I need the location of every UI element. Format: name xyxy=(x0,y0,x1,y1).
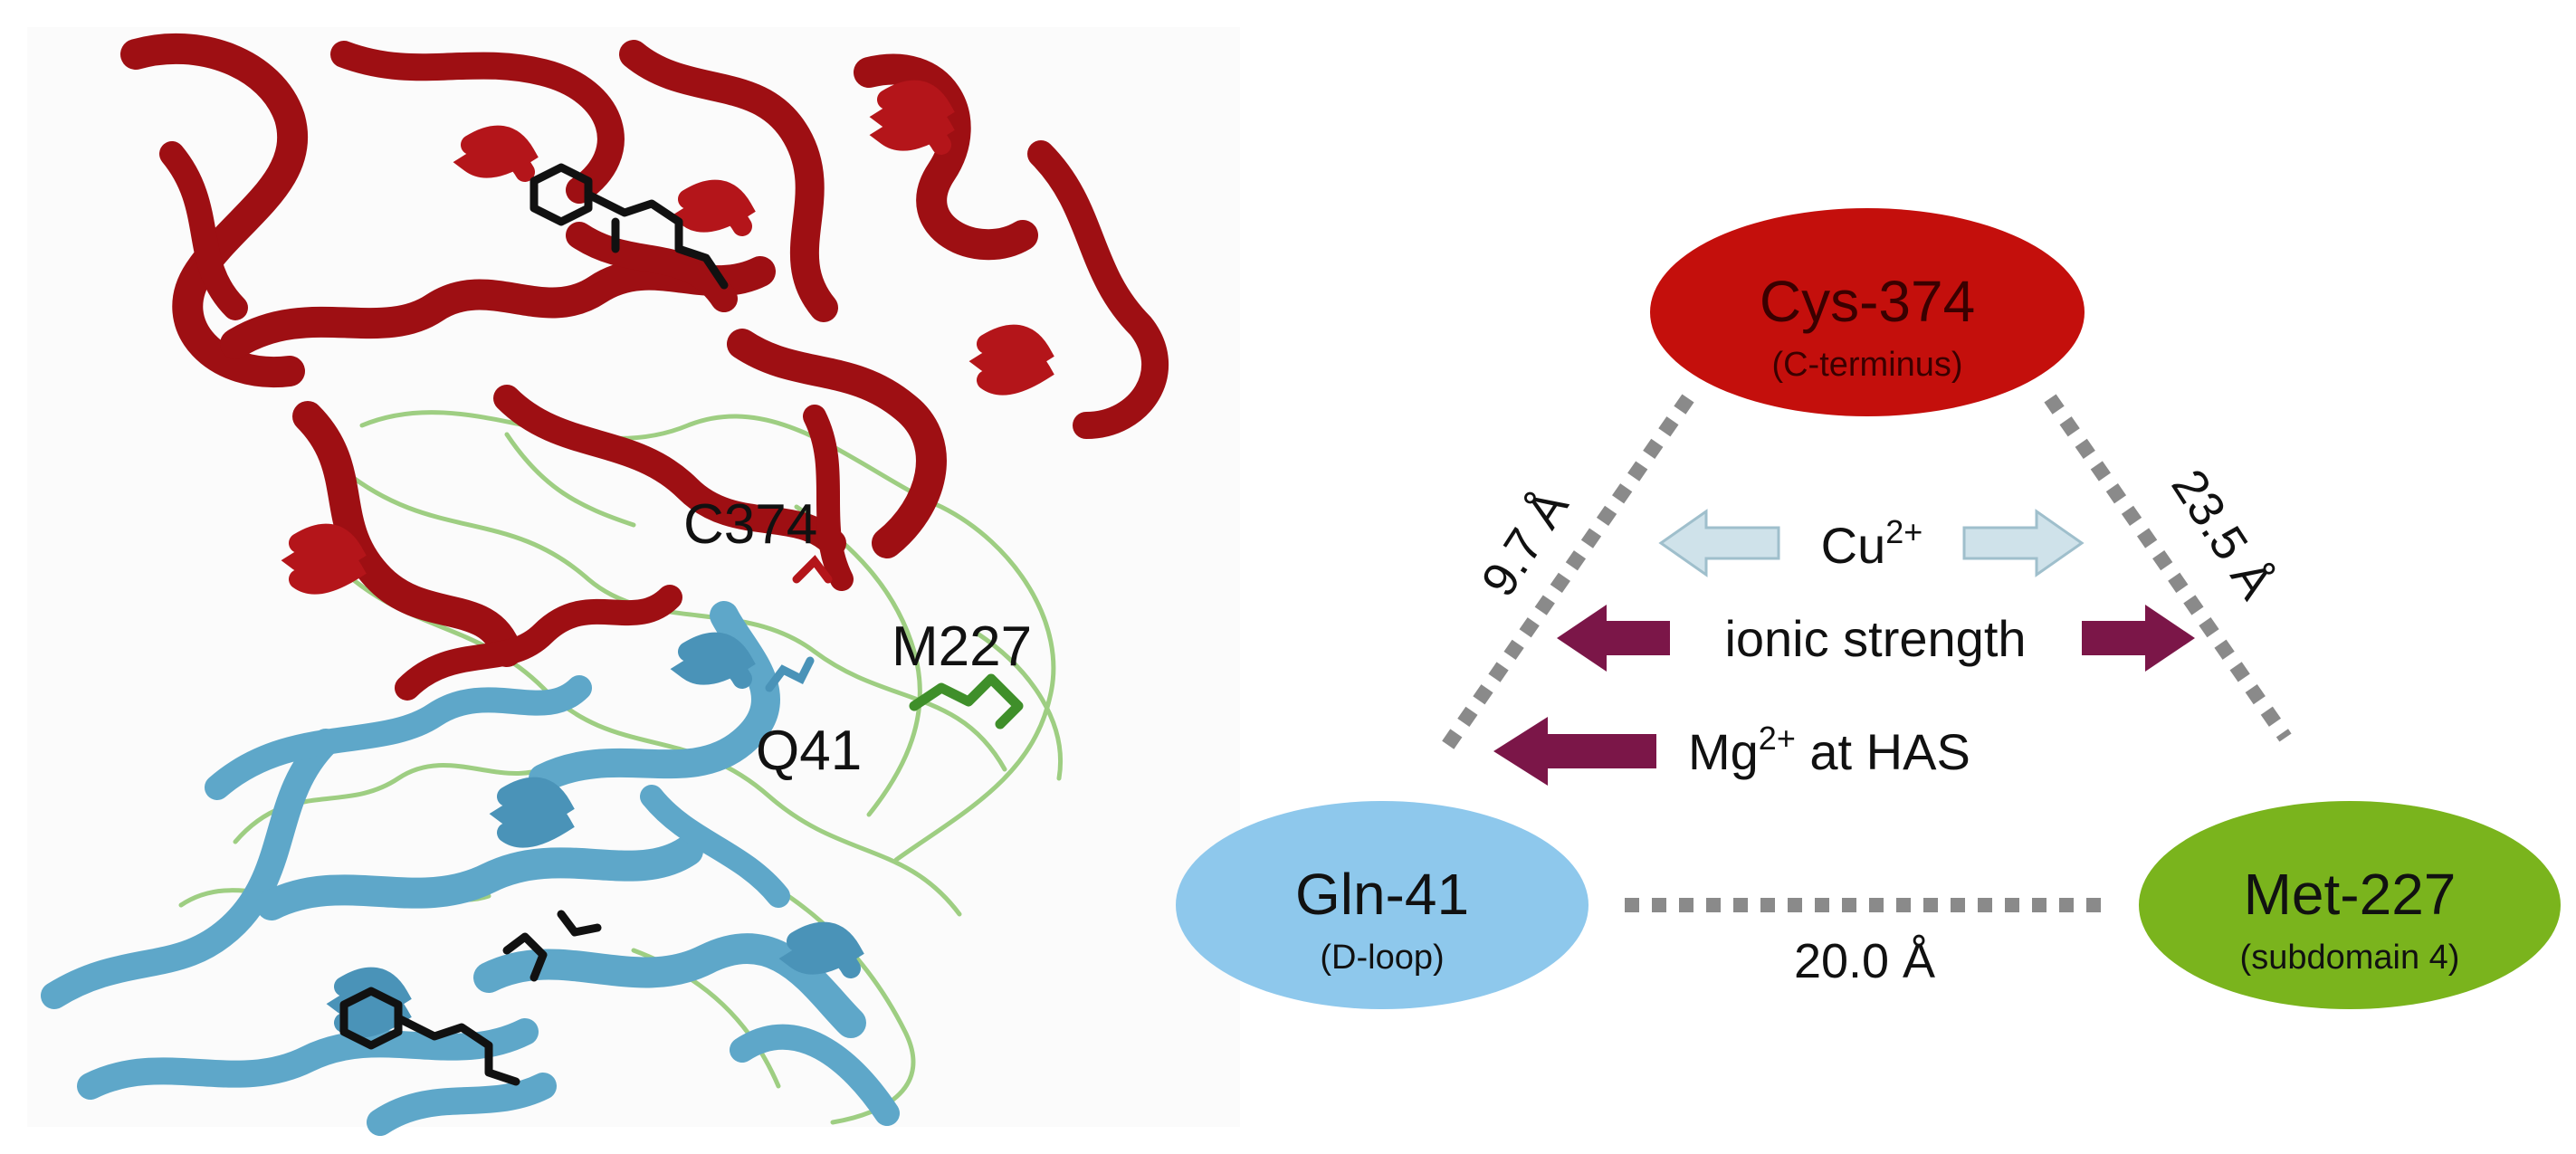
node-gln-sub: (D-loop) xyxy=(1320,939,1444,977)
structure-panel: C374 M227 Q41 xyxy=(27,27,1240,1136)
node-cys-name: Cys-374 xyxy=(1760,269,1975,334)
node-cys: Cys-374 (C-terminus) xyxy=(1650,208,2085,416)
node-gln: Gln-41 (D-loop) xyxy=(1176,801,1589,1009)
c374-sidechain xyxy=(792,555,833,584)
node-met-ellipse xyxy=(2139,801,2561,1009)
blue-helices xyxy=(326,632,864,1038)
m227-sidechain xyxy=(909,673,1024,730)
mg-arrow-left-icon xyxy=(1493,717,1656,786)
line-cys-gln xyxy=(1437,394,1694,756)
effect-cu-sup: 2+ xyxy=(1885,513,1922,550)
node-met-sub: (subdomain 4) xyxy=(2240,939,2460,977)
effect-mg-rest: at HAS xyxy=(1796,723,1970,780)
node-met: Met-227 (subdomain 4) xyxy=(2139,801,2561,1009)
effect-mg-base: Mg xyxy=(1688,723,1759,780)
cu-arrow-left-icon xyxy=(1658,509,1780,577)
red-ribbon xyxy=(120,33,1169,701)
node-cys-sub: (C-terminus) xyxy=(1771,346,1962,384)
distance-gln-met: 20.0 Å xyxy=(1794,934,1935,988)
effect-cu-base: Cu xyxy=(1821,517,1886,574)
effect-mg: Mg2+ at HAS xyxy=(1688,720,1970,780)
node-met-name: Met-227 xyxy=(2244,862,2457,927)
effect-cu: Cu2+ xyxy=(1821,513,1923,574)
schematic-panel: 9.7 Å 23.5 Å 20.0 Å Cu2+ ionic strength … xyxy=(1176,208,2561,1009)
ionic-arrow-left-icon xyxy=(1557,605,1670,672)
label-c374: C374 xyxy=(683,493,817,556)
node-gln-name: Gln-41 xyxy=(1295,862,1469,927)
distance-lines xyxy=(1437,394,2292,912)
label-q41: Q41 xyxy=(756,720,862,782)
cu-arrows xyxy=(1658,509,2085,577)
ionic-arrow-right-icon xyxy=(2082,605,2195,672)
effect-mg-sup: 2+ xyxy=(1759,720,1796,757)
node-gln-ellipse xyxy=(1176,801,1589,1009)
bottom-ligand xyxy=(339,910,602,1086)
node-cys-ellipse xyxy=(1650,208,2085,416)
cu-arrow-right-icon xyxy=(1962,509,2085,577)
top-ligand xyxy=(530,163,729,290)
q41-sidechain xyxy=(765,656,815,692)
ionic-arrows xyxy=(1557,605,2195,672)
label-m227: M227 xyxy=(892,615,1032,678)
red-helices xyxy=(281,80,1054,595)
effect-ionic: ionic strength xyxy=(1724,610,2026,667)
